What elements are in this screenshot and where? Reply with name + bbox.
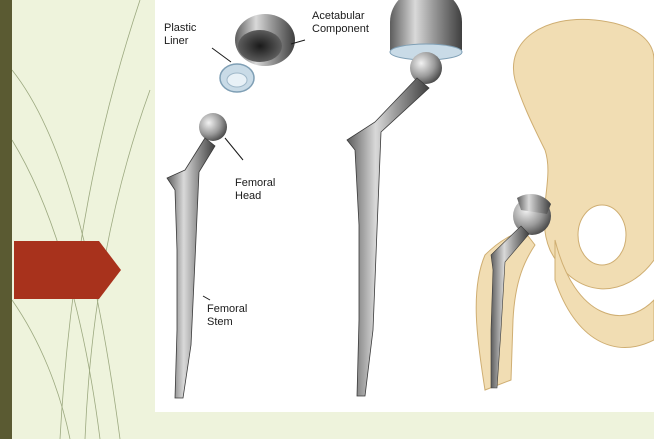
femoral-head-part	[199, 113, 227, 141]
implant-drawing	[155, 0, 654, 412]
assembled-implant	[347, 0, 462, 396]
hip-implant-illustration: Plastic Liner Acetabular Component Femor…	[155, 0, 654, 412]
femoral-stem-part	[167, 138, 215, 398]
femoral-head-label: Femoral Head	[235, 177, 275, 203]
acetabular-cup-exploded	[235, 14, 295, 66]
pelvis-with-implant	[476, 19, 654, 390]
plastic-liner-part	[220, 64, 254, 92]
acetabular-component-label: Acetabular Component	[312, 10, 369, 36]
femoral-stem-label: Femoral Stem	[207, 303, 247, 329]
plastic-liner-label: Plastic Liner	[164, 22, 196, 48]
pointer-arrow	[14, 241, 121, 299]
left-accent-bar	[0, 0, 12, 439]
